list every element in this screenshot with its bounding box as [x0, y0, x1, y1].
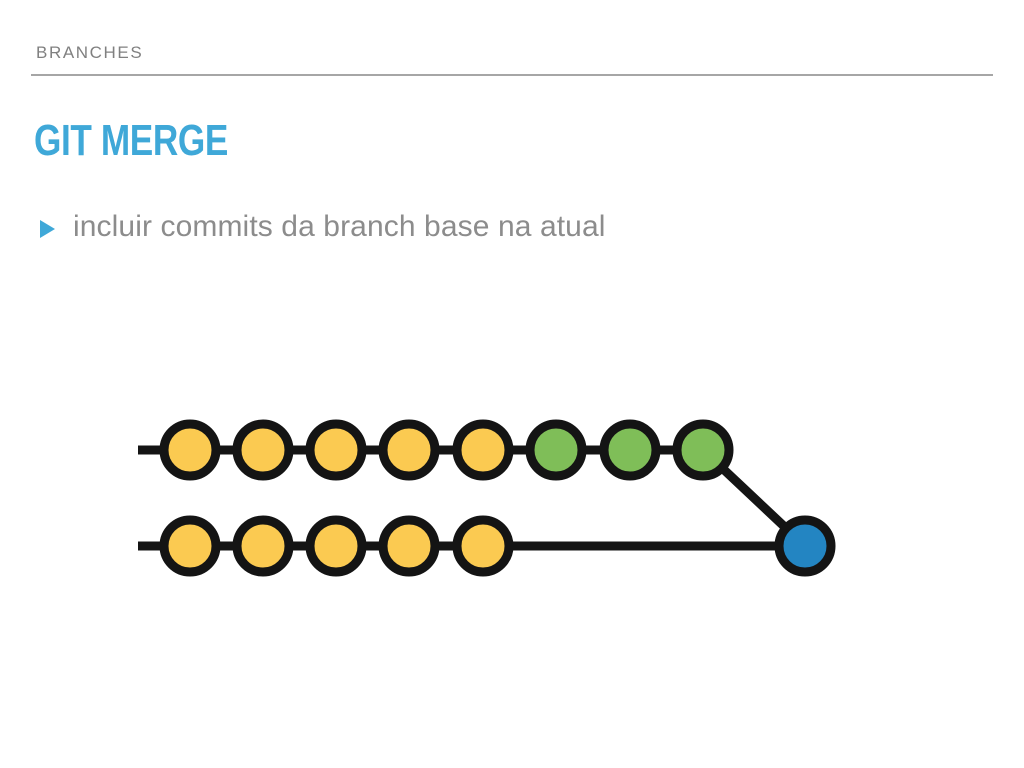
header-divider: [31, 74, 993, 76]
merge-commit-node[interactable]: [774, 515, 836, 577]
triangle-right-icon: [40, 219, 55, 238]
commit-node[interactable]: [232, 515, 294, 577]
merge-edge-line: [699, 446, 809, 550]
bullet-list-item: incluir commits da branch base na atual: [40, 210, 606, 244]
bullet-item-label: incluir commits da branch base na atual: [73, 210, 606, 243]
commit-node[interactable]: [232, 419, 294, 481]
commit-node[interactable]: [378, 419, 440, 481]
section-eyebrow: BRANCHES: [36, 43, 144, 62]
commit-node[interactable]: [159, 419, 221, 481]
commit-node[interactable]: [599, 419, 661, 481]
commit-node[interactable]: [378, 515, 440, 577]
graph-edges: [138, 445, 809, 551]
commit-node[interactable]: [305, 419, 367, 481]
graph-nodes: [159, 419, 836, 577]
commit-node[interactable]: [525, 419, 587, 481]
commit-node[interactable]: [452, 419, 514, 481]
page-title: GIT MERGE: [34, 116, 228, 165]
commit-node[interactable]: [305, 515, 367, 577]
commit-node[interactable]: [672, 419, 734, 481]
commit-node[interactable]: [452, 515, 514, 577]
commit-node[interactable]: [159, 515, 221, 577]
